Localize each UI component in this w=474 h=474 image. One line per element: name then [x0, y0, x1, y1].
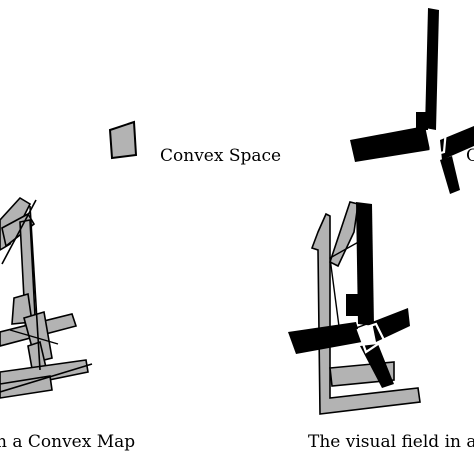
convex-space-label: Convex Space: [160, 146, 282, 166]
convex-space-sample: [108, 120, 138, 160]
isovist-label: C: [466, 146, 474, 166]
visual-field-caption: The visual field in a: [308, 432, 474, 452]
convex-map: [0, 196, 93, 399]
convex-map-caption: n a Convex Map: [0, 432, 136, 452]
visual-field-map: [288, 201, 421, 415]
isovist-sample: [350, 8, 474, 194]
